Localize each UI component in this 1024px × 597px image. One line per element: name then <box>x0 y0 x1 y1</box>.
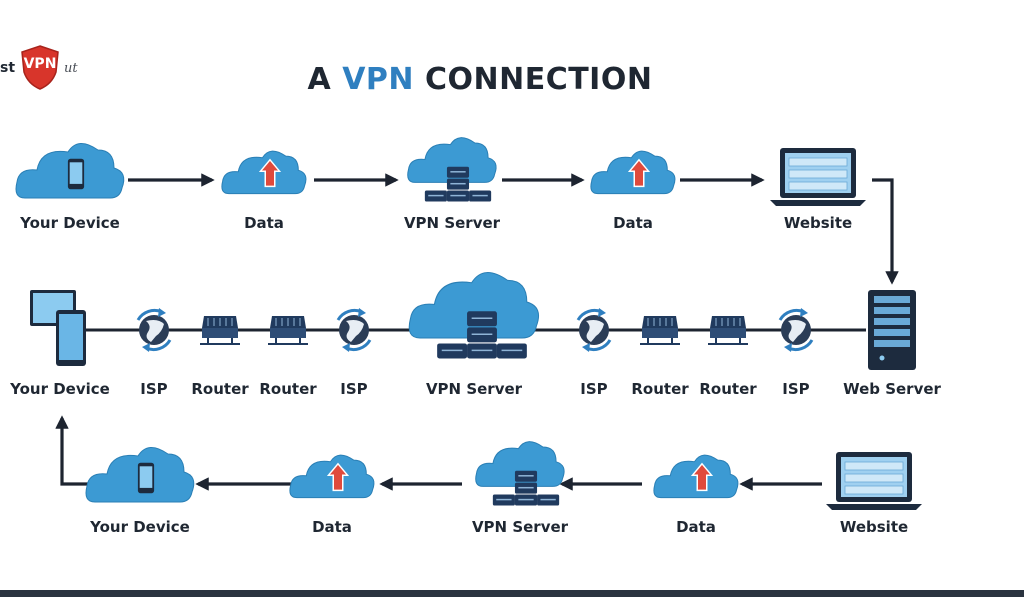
cloud-server-icon <box>475 441 565 506</box>
globe-sync-icon <box>136 308 172 352</box>
node-label-router: Router <box>191 380 249 398</box>
node-label-vpn-server: VPN Server <box>471 518 569 536</box>
cloud-upload-icon <box>221 150 307 195</box>
desktop-tablet-icon <box>30 290 86 366</box>
laptop-icon <box>826 452 922 510</box>
page-title: A VPN CONNECTION <box>0 62 960 97</box>
router-icon <box>708 316 748 345</box>
node-label-data: Data <box>312 518 352 536</box>
node-label-your-device: Your Device <box>10 380 110 398</box>
logo-suffix: ut <box>64 61 78 76</box>
node-label-vpn-server: VPN Server <box>425 380 523 398</box>
server-tower-icon <box>868 290 916 370</box>
node-label-website: Website <box>783 214 853 232</box>
title-prefix: A <box>307 62 343 97</box>
node-label-your-device: Your Device <box>90 518 190 536</box>
cloud-server-icon <box>407 137 497 202</box>
router-icon <box>268 316 308 345</box>
node-label-vpn-server: VPN Server <box>403 214 501 232</box>
cloud-upload-icon <box>590 150 676 195</box>
router-icon <box>640 316 680 345</box>
node-label-router: Router <box>631 380 689 398</box>
logo-prefix: st <box>0 60 16 76</box>
globe-sync-icon <box>576 308 612 352</box>
cloud-phone-icon <box>85 447 195 503</box>
node-label-web-server: Web Server <box>843 380 941 398</box>
logo-shield-text: VPN <box>23 56 57 72</box>
node-label-isp: ISP <box>340 380 368 398</box>
node-label-data: Data <box>613 214 653 232</box>
up-arrow-to-device <box>55 415 96 486</box>
down-arrow-to-web-server <box>872 178 899 285</box>
node-label-data: Data <box>676 518 716 536</box>
node-label-website: Website <box>839 518 909 536</box>
cloud-upload-icon <box>289 454 375 499</box>
globe-sync-icon <box>778 308 814 352</box>
title-accent: VPN <box>342 62 415 97</box>
logo: st VPN ut <box>0 44 100 94</box>
node-label-router: Router <box>699 380 757 398</box>
node-label-isp: ISP <box>140 380 168 398</box>
cloud-phone-icon <box>15 143 125 199</box>
bottom-strip <box>0 590 1024 597</box>
node-label-isp: ISP <box>580 380 608 398</box>
laptop-icon <box>770 148 866 206</box>
cloud-server-icon <box>408 272 539 359</box>
node-label-data: Data <box>244 214 284 232</box>
cloud-upload-icon <box>653 454 739 499</box>
node-label-isp: ISP <box>782 380 810 398</box>
shield-icon <box>21 45 59 90</box>
node-label-your-device: Your Device <box>20 214 120 232</box>
title-suffix: CONNECTION <box>414 62 653 97</box>
node-label-router: Router <box>259 380 317 398</box>
router-icon <box>200 316 240 345</box>
globe-sync-icon <box>336 308 372 352</box>
